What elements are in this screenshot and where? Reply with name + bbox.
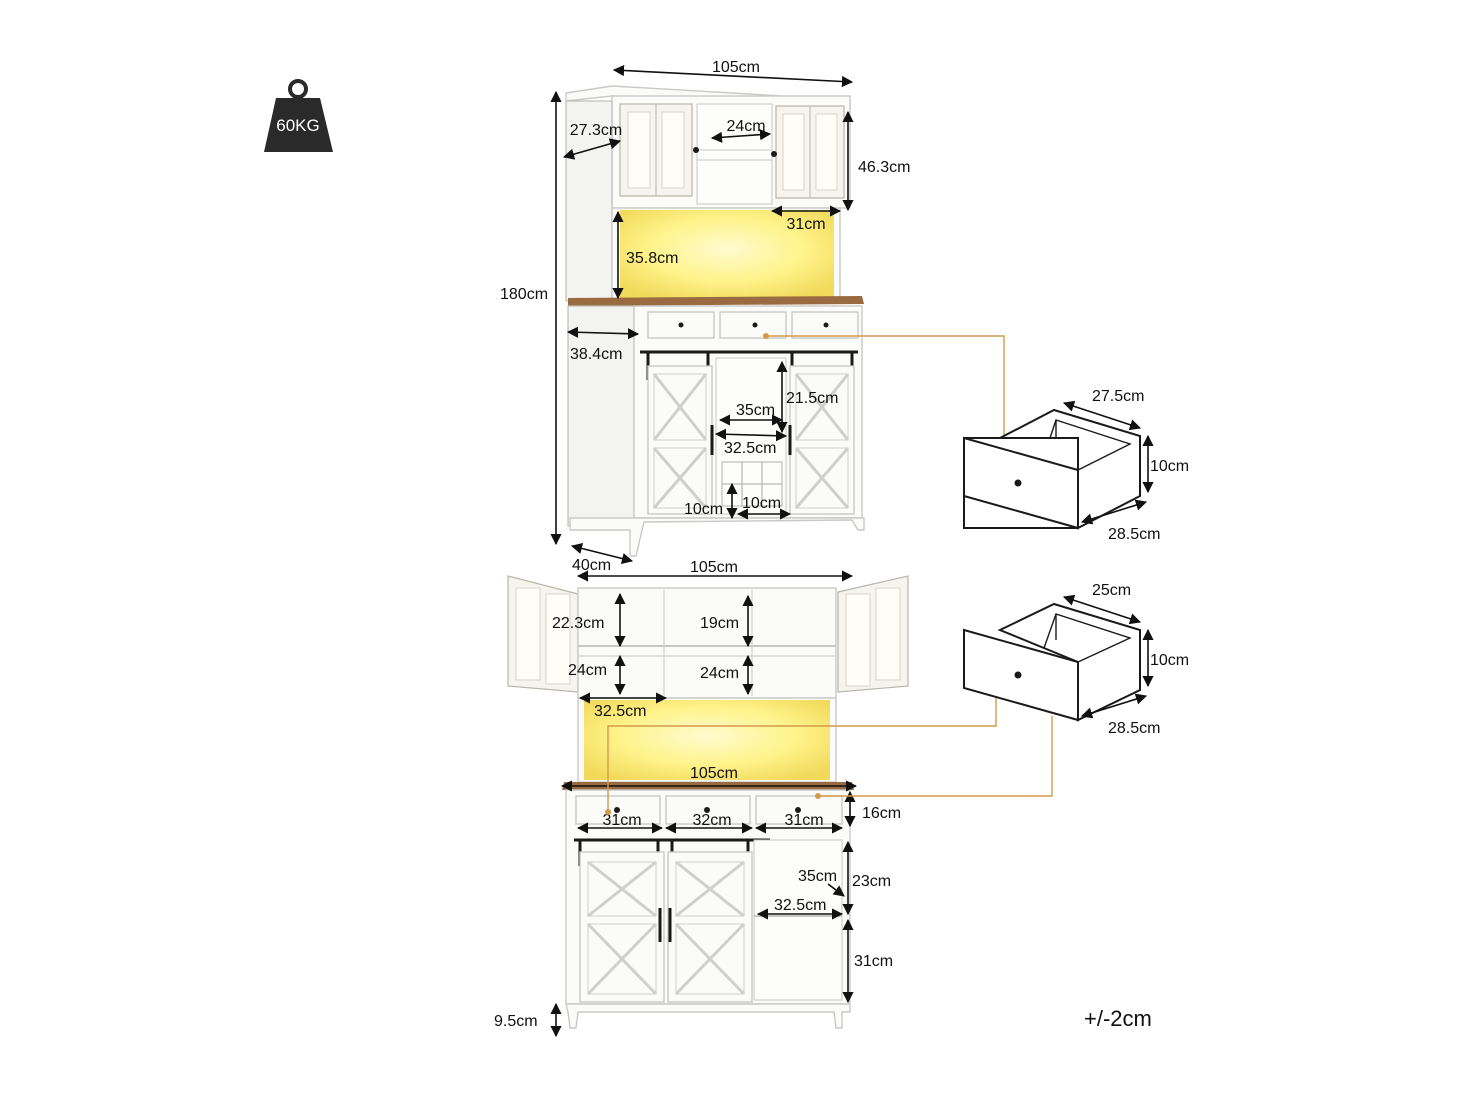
dim-leg-height: 9.5cm (494, 1013, 538, 1030)
dim-wine-depth: 35cm (736, 402, 775, 419)
weight-label: 60KG (276, 116, 319, 135)
lower-dimensions: 105cm 22.3cm 19cm 24cm 24cm 32.5cm 105cm… (494, 559, 901, 1038)
drawer-b-illustration: 25cm 10cm 28.5cm (963, 582, 1189, 737)
dim-center-shelf: 24cm (726, 118, 765, 135)
dim-foot-depth: 40cm (572, 557, 611, 574)
dim-cube-width: 10cm (742, 495, 781, 512)
dim-counter-width: 105cm (690, 765, 738, 782)
drawer-b-depth: 25cm (1092, 582, 1131, 599)
dim-total-height: 180cm (500, 286, 548, 303)
drawer-a-width: 28.5cm (1108, 526, 1160, 543)
drawer-a-height: 10cm (1150, 458, 1189, 475)
dim-shelf-bottom-center: 24cm (700, 665, 739, 682)
dim-shelf-top-center: 19cm (700, 615, 739, 632)
dim-top-width: 105cm (712, 59, 760, 76)
upper-cabinet-illustration (565, 85, 865, 557)
dim-hutch-width: 105cm (690, 559, 738, 576)
dim-drawer-right: 31cm (784, 812, 823, 829)
dim-drawer-height: 16cm (862, 805, 901, 822)
dim-drawer-left: 31cm (602, 812, 641, 829)
dim-shelf-bottom-left: 24cm (568, 662, 607, 679)
weight-icon: 60KG (264, 79, 333, 152)
tolerance-note: +/-2cm (1084, 1006, 1152, 1031)
dim-cube-height: 10cm (684, 501, 723, 518)
dim-hutch-height: 46.3cm (858, 159, 910, 176)
dim-open-width: 32.5cm (774, 897, 826, 914)
drawer-b-width: 28.5cm (1108, 720, 1160, 737)
drawer-a-illustration: 27.5cm 10cm 28.5cm (963, 388, 1189, 543)
dim-hutch-depth: 27.3cm (570, 122, 622, 139)
dim-wine-height: 21.5cm (786, 390, 838, 407)
dim-lower-open-height: 31cm (854, 953, 893, 970)
drawer-a-depth: 27.5cm (1092, 388, 1144, 405)
dim-open-height: 23cm (852, 873, 891, 890)
dim-drawer-center: 32cm (692, 812, 731, 829)
leader-lines (605, 333, 1053, 815)
dim-shelf-top-left: 22.3cm (552, 615, 604, 632)
dim-led-opening: 35.8cm (626, 250, 678, 267)
dim-wine-width: 32.5cm (724, 440, 776, 457)
dim-open-depth: 35cm (798, 868, 837, 885)
dim-hutch-side-width: 31cm (786, 216, 825, 233)
upper-dimensions: 105cm 27.3cm 24cm 46.3cm 31cm 35.8cm 180… (500, 59, 910, 574)
dim-base-depth: 38.4cm (570, 346, 622, 363)
dim-left-section-width: 32.5cm (594, 703, 646, 720)
drawer-b-height: 10cm (1150, 652, 1189, 669)
